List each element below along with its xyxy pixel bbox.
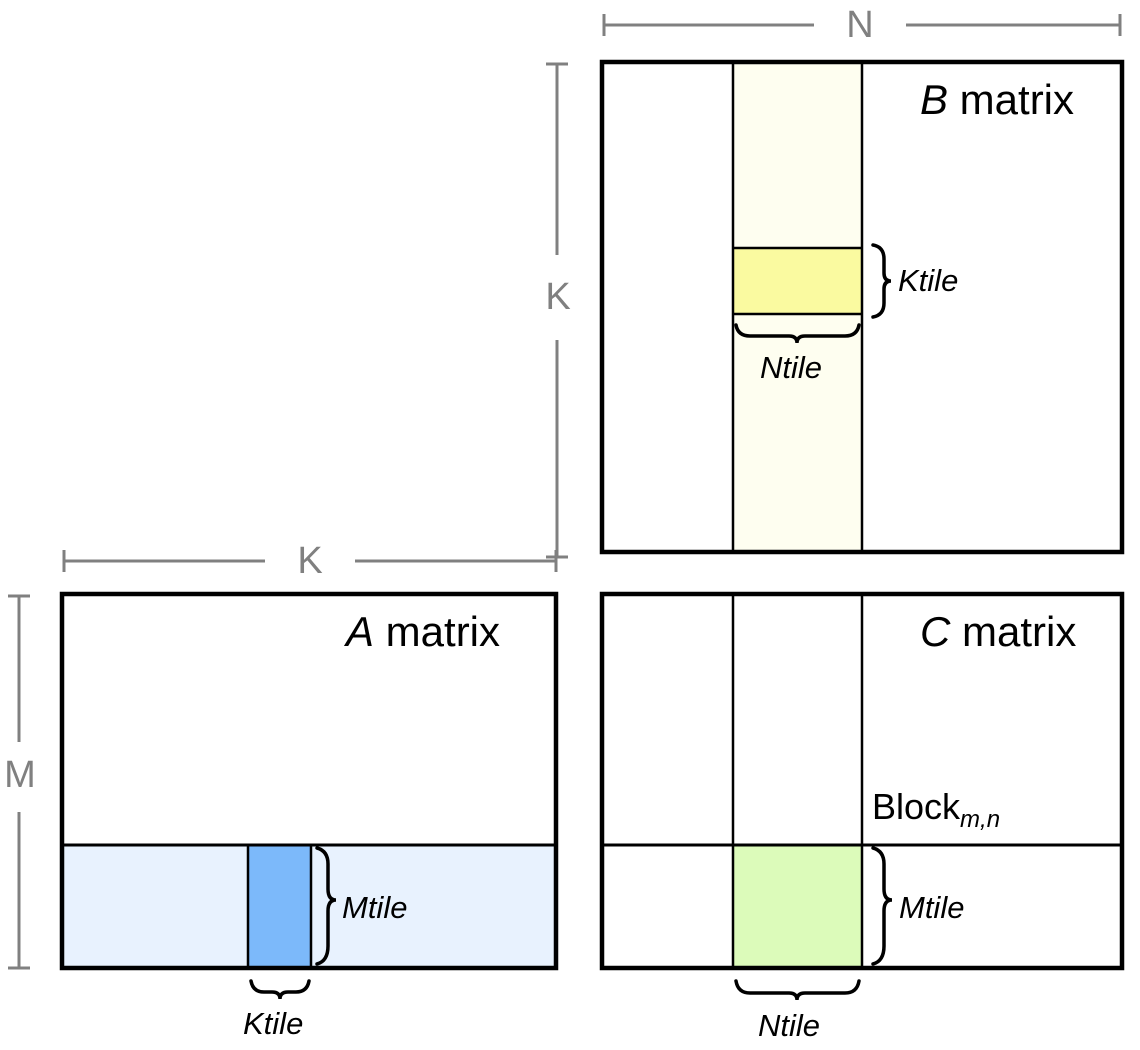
c-block-label: Blockm,n [872,789,1000,832]
c-matrix-title: C matrix [920,611,1076,653]
a-matrix-variable: A [346,608,375,655]
b-matrix-shape [599,59,1125,555]
dimension-line-m [8,594,30,970]
dimension-label-k-vertical: K [545,276,571,318]
a-ktile-label: Ktile [243,1006,304,1041]
dimension-line-k-vertical [546,62,568,559]
brace-ktile-a [249,979,311,1000]
a-matrix-title: A matrix [346,611,500,653]
c-block-label-base: Block [872,786,961,827]
brace-mtile-c [871,846,893,966]
a-matrix-shape [59,591,559,971]
b-matrix-suffix: matrix [948,76,1075,123]
dimension-label-n: N [846,4,874,46]
c-matrix-suffix: matrix [950,608,1077,655]
b-ktile-label: Ktile [898,263,959,298]
b-ntile-label: Ntile [760,350,823,385]
a-mtile-label: Mtile [342,890,408,925]
c-ntile-label: Ntile [758,1008,821,1043]
c-matrix-variable: C [920,608,951,655]
brace-ntile-b [734,323,861,344]
dimension-label-m: M [4,754,36,796]
b-matrix-title: B matrix [920,79,1074,121]
c-mtile-label: Mtile [899,890,965,925]
c-matrix-shape [599,591,1125,971]
b-matrix-variable: B [920,76,949,123]
brace-ktile-b [871,243,892,319]
c-block-label-subscript: m,n [960,806,1001,834]
brace-mtile-a [315,846,337,966]
dimension-label-k-horizontal: K [297,540,323,582]
dimension-line-k-horizontal [62,550,558,572]
brace-ntile-c [734,979,861,1001]
a-matrix-suffix: matrix [374,608,501,655]
dimension-line-n [602,14,1122,36]
